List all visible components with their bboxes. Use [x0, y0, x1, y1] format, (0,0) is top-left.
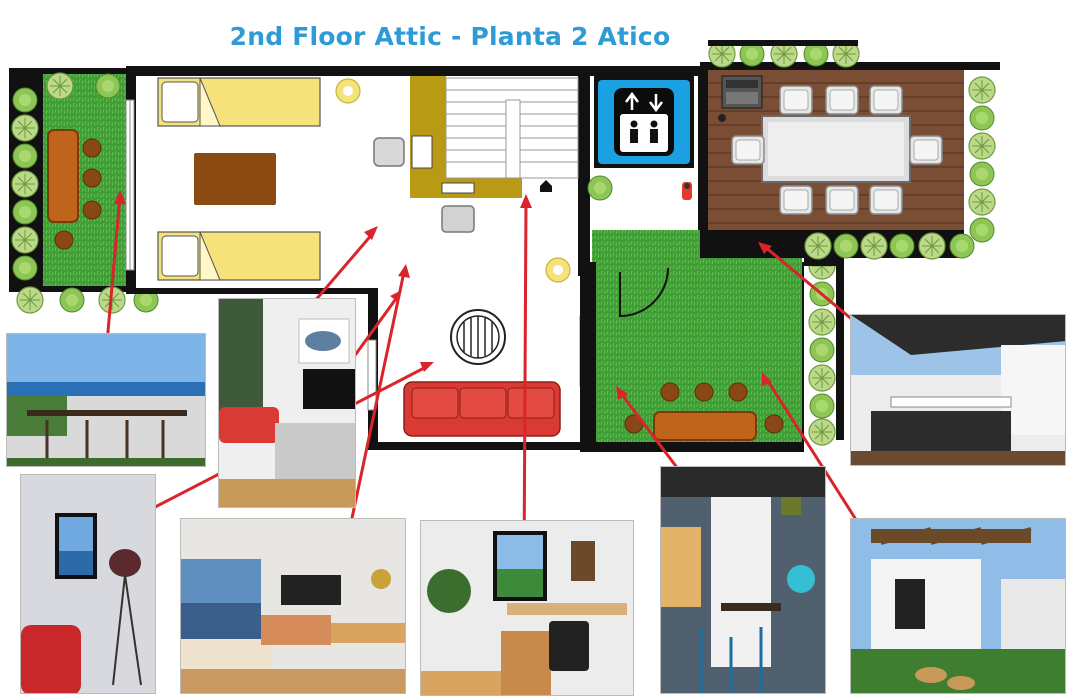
- bed-top: [157, 77, 321, 127]
- photo-left-terrace: [6, 333, 206, 467]
- staircase: [445, 77, 579, 192]
- photo-grass-terrace: [850, 518, 1066, 694]
- fire-extinguisher-icon: [682, 182, 692, 200]
- side-lamp: [335, 78, 361, 104]
- photo-bedroom: [218, 298, 356, 508]
- bed-bottom: [157, 231, 321, 281]
- left-terrace-bench: [47, 129, 79, 223]
- round-table: [450, 309, 506, 365]
- sofa: [403, 381, 561, 437]
- grill-icon: [718, 75, 763, 122]
- elevator-icon: [594, 76, 694, 168]
- photo-living-room: [180, 518, 406, 694]
- grass-terrace-bench: [653, 411, 757, 441]
- office-chair: [373, 137, 405, 167]
- photo-dining-deck: [850, 314, 1066, 466]
- grass-terrace: [592, 230, 802, 442]
- rug: [194, 153, 276, 205]
- grass-terrace-planters: [808, 252, 836, 446]
- dining-table: [761, 115, 911, 183]
- photo-bar-stools: [660, 466, 826, 694]
- plan-title: 2nd Floor Attic - Planta 2 Atico: [229, 22, 671, 51]
- photo-office-desk: [420, 520, 634, 696]
- photo-window-lamp: [20, 474, 156, 694]
- floor-lamp: [545, 257, 571, 283]
